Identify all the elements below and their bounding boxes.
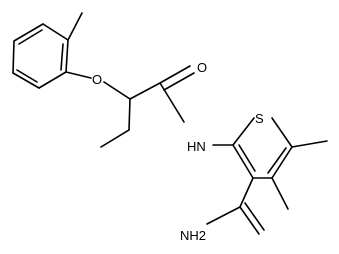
- bond: [13, 23, 44, 42]
- bond: [103, 81, 131, 100]
- benzene-ring: [12, 23, 69, 89]
- bond: [12, 72, 40, 89]
- bond: [42, 23, 69, 41]
- bond: [232, 117, 255, 146]
- amide-carbonyl-bond: [239, 206, 260, 235]
- methyl-bond: [271, 177, 289, 210]
- bond: [232, 144, 254, 179]
- bond: [239, 177, 254, 208]
- carbonyl-bond: [163, 72, 195, 91]
- amine-label: NH2: [180, 228, 206, 243]
- amide-carbonyl-bond: [244, 202, 265, 231]
- bond: [271, 146, 293, 179]
- sulfur-label: S: [255, 111, 264, 126]
- bond: [100, 129, 130, 148]
- bond: [65, 71, 92, 79]
- methyl-bond: [67, 12, 83, 41]
- carbonyl-bond: [159, 65, 191, 84]
- thiophene-ring: [232, 117, 293, 179]
- bond: [65, 39, 69, 73]
- bond: [267, 147, 287, 174]
- oxygen-ether-label: O: [92, 72, 102, 87]
- bond: [12, 40, 15, 74]
- bond: [16, 69, 38, 83]
- oxygen-carbonyl-label: O: [197, 60, 207, 75]
- bond: [38, 71, 67, 89]
- bond: [18, 29, 43, 45]
- bond: [271, 117, 293, 148]
- bond: [159, 82, 185, 123]
- bond: [206, 206, 241, 225]
- bond: [60, 43, 64, 71]
- bond: [129, 82, 161, 100]
- methyl-bond: [291, 140, 328, 148]
- bond: [238, 144, 256, 172]
- bond: [128, 98, 131, 131]
- amide-nh-label: HN: [187, 139, 206, 154]
